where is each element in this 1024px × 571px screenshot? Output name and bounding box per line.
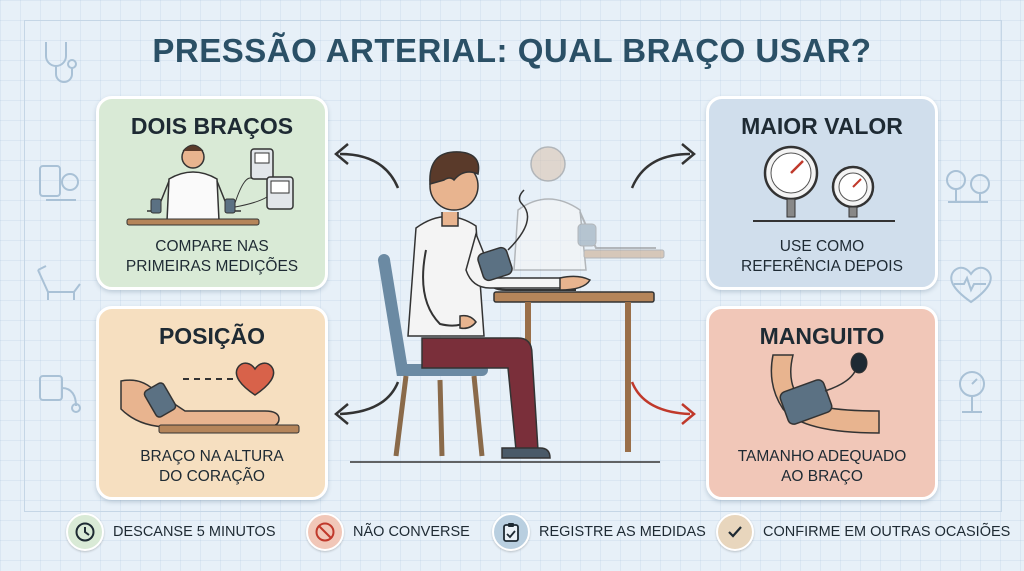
card-text: BRAÇO NA ALTURA DO CORAÇÃO (140, 448, 284, 485)
tip-label: DESCANSE 5 MINUTOS (113, 524, 276, 540)
arrow-to-position (334, 381, 400, 425)
gauge-stand-icon (959, 371, 985, 413)
card-title: DOIS BRAÇOS (130, 113, 294, 139)
card-title: POSIÇÃO (158, 323, 266, 349)
card-two-arms: DOIS BRAÇOS COMPARE NAS PRIMEIRAS MEDIÇÕ… (96, 96, 328, 290)
card-text: COMPARE NAS PRIMEIRAS MEDIÇÕES (125, 238, 299, 275)
seated-person-illustration (350, 146, 665, 463)
gauges-icon (946, 170, 990, 203)
card-position: POSIÇÃO BRAÇO NA ALTURA DO CORAÇÃO (96, 306, 328, 500)
footer-tips: DESCANSE 5 MINUTOS NÃO CONVERSE REGISTRE… (0, 512, 1024, 552)
tip-label: REGISTRE AS MEDIDAS (539, 524, 706, 540)
cuff-illustration (770, 352, 880, 434)
page-title: PRESSÃO ARTERIAL: QUAL BRAÇO USAR? (152, 32, 872, 69)
card-text: USE COMO REFERÊNCIA DEPOIS (741, 238, 903, 275)
gauges-illustration (753, 145, 895, 222)
no-sign-icon (306, 513, 344, 551)
arm-heart-illustration (120, 362, 300, 434)
tip-label: CONFIRME EM OUTRAS OCASIÕES (763, 524, 1011, 540)
stethoscope-icon (45, 42, 77, 83)
tip-confirm: CONFIRME EM OUTRAS OCASIÕES (716, 512, 1010, 552)
check-icon (716, 513, 754, 551)
tip-no-talk: NÃO CONVERSE (306, 512, 470, 552)
monitor-icon (39, 165, 79, 201)
tip-label: NÃO CONVERSE (353, 524, 470, 540)
tip-record: REGISTRE AS MEDIDAS (492, 512, 706, 552)
arrow-to-two-arms (334, 143, 400, 189)
arrow-to-higher-value (630, 143, 696, 189)
arrow-to-cuff (630, 381, 696, 425)
reclining-chair-icon (37, 265, 81, 300)
card-cuff: MANGUITO TAMANHO ADEQUADO AO BRAÇO (706, 306, 938, 500)
card-text: TAMANHO ADEQUADO AO BRAÇO (737, 448, 907, 485)
clipboard-icon (492, 513, 530, 551)
tip-rest: DESCANSE 5 MINUTOS (66, 512, 276, 552)
card-higher-value: MAIOR VALOR USE COMO REFERÊNCIA DEPOIS (706, 96, 938, 290)
card-title: MANGUITO (759, 323, 885, 349)
heart-rate-icon (950, 266, 992, 304)
two-arms-illustration (126, 144, 294, 226)
frame-border (24, 20, 1002, 512)
bp-device-icon (39, 375, 81, 413)
clock-icon (66, 513, 104, 551)
card-title: MAIOR VALOR (741, 113, 903, 139)
